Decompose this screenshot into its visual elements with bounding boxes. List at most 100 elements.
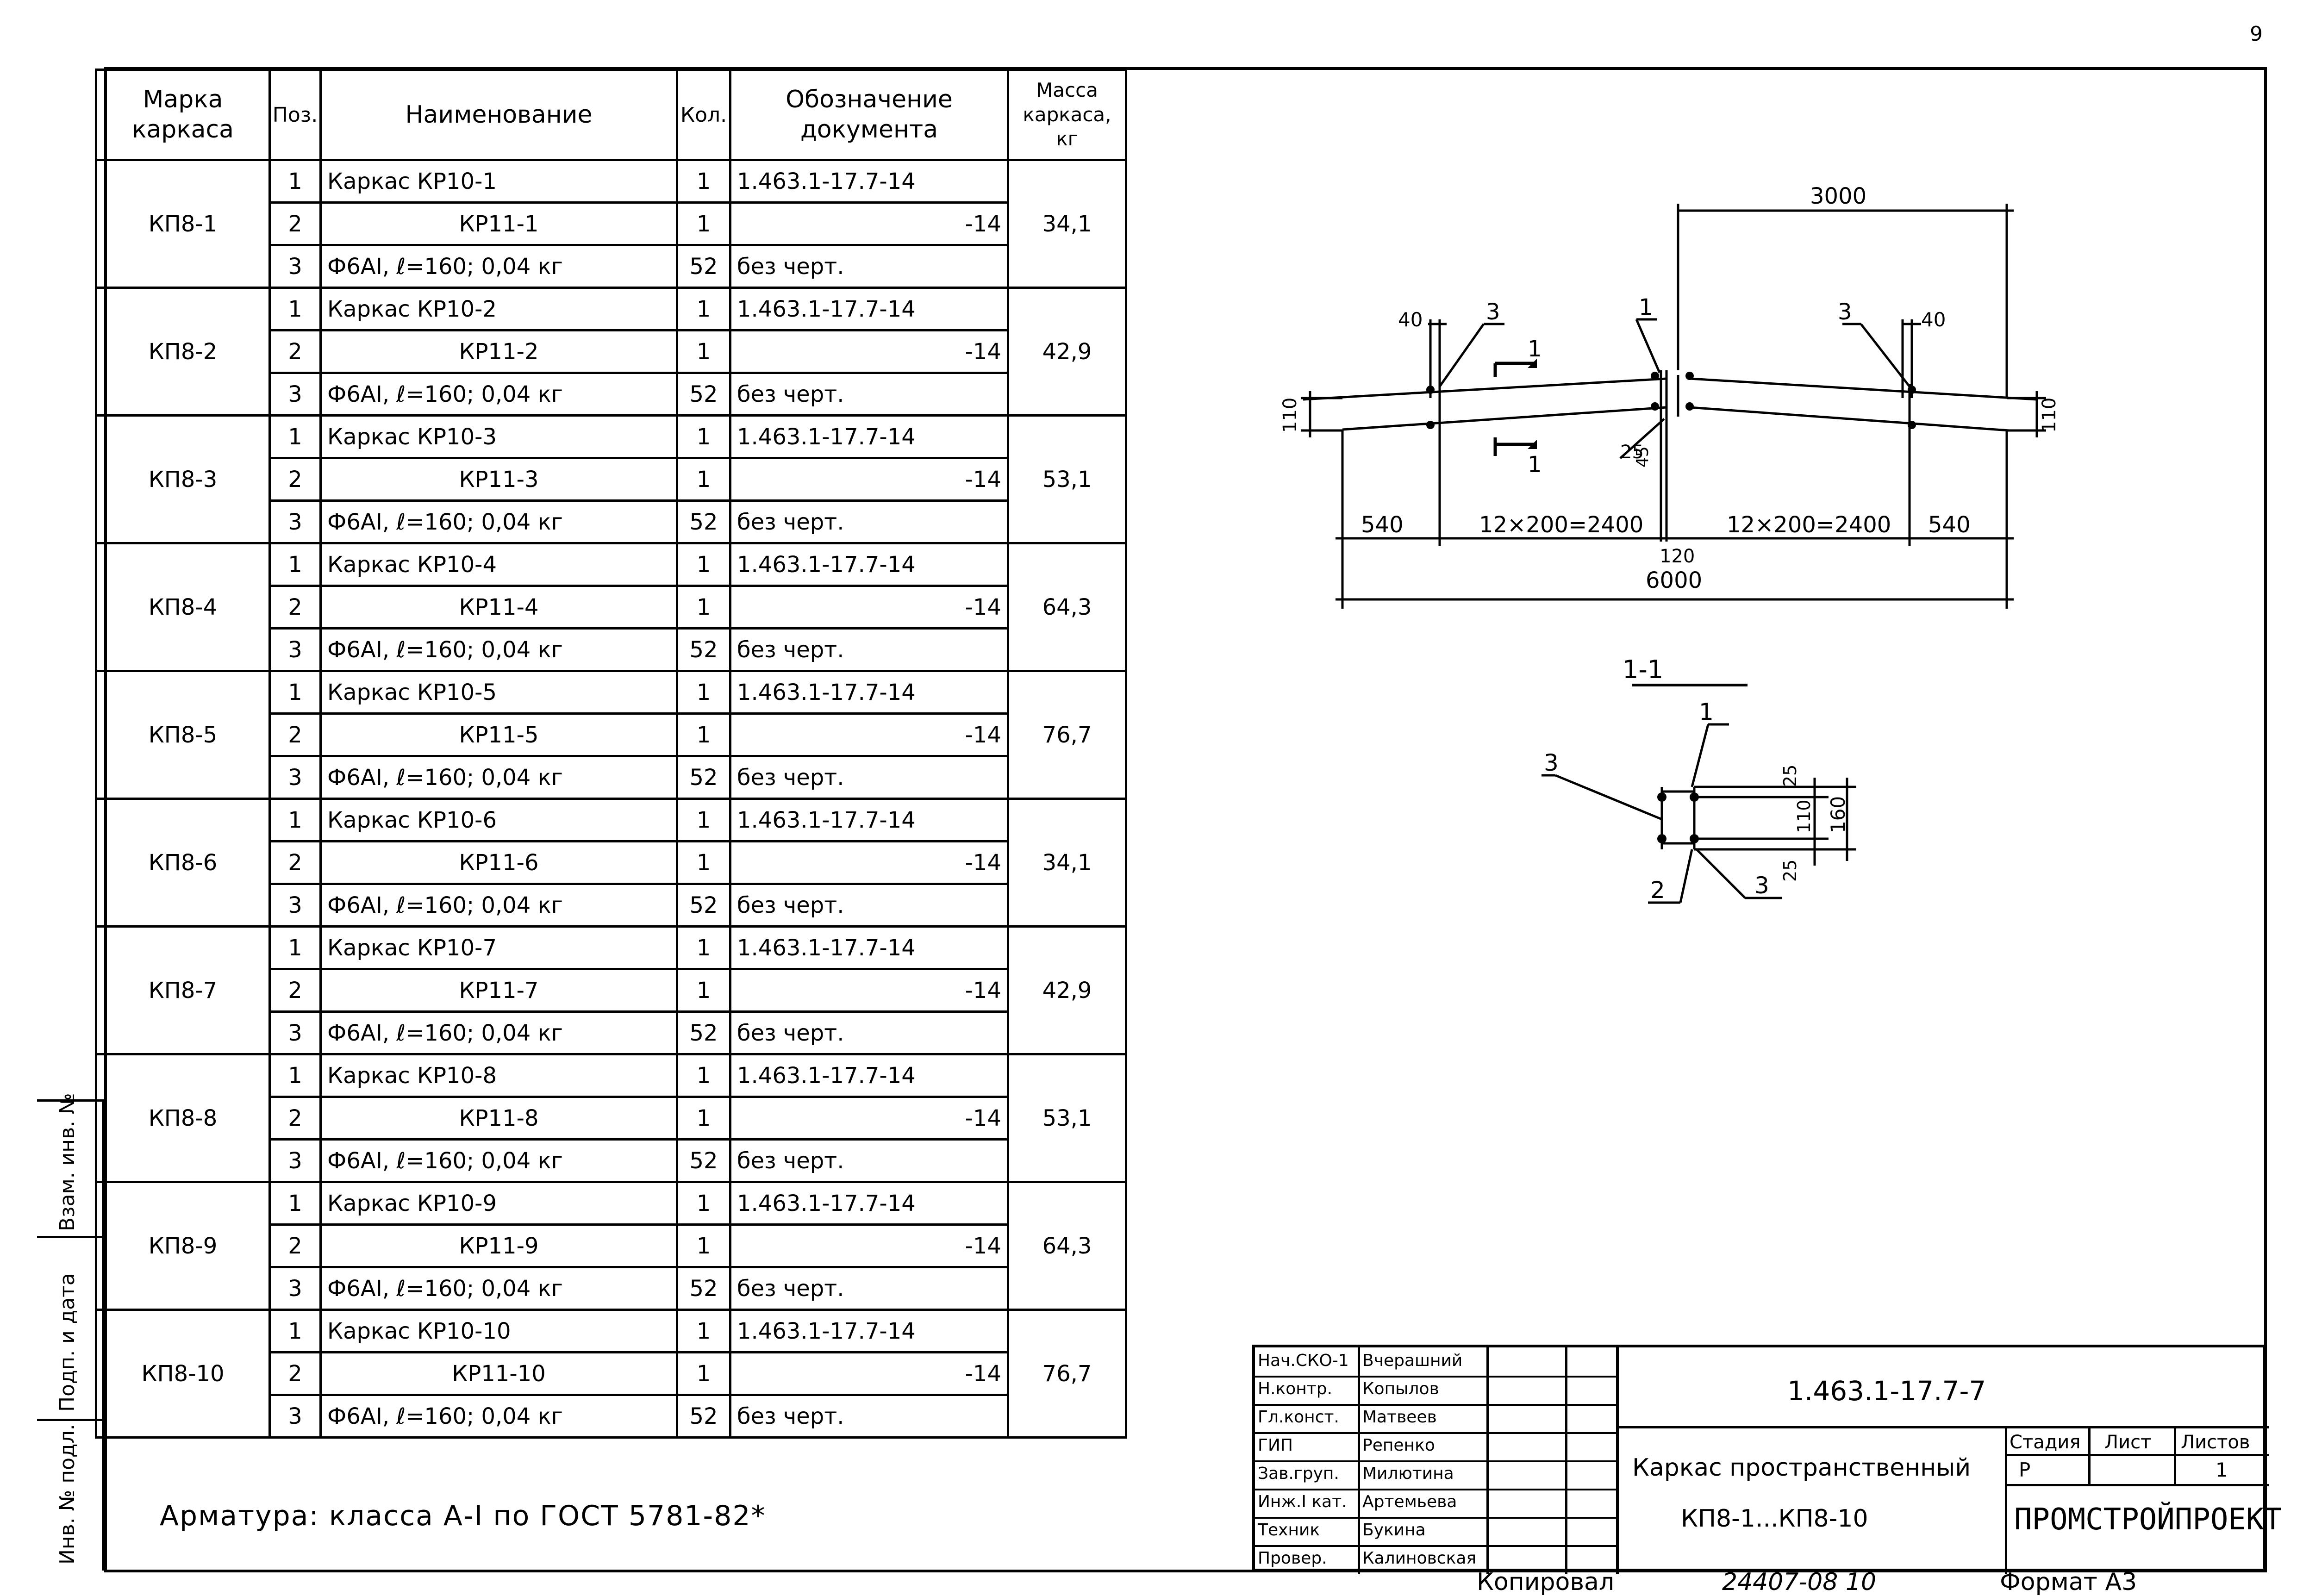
dim-3000: 3000: [1810, 183, 1866, 209]
copied-label: Копировал: [1477, 1568, 1615, 1596]
section-label-3b: 3: [1754, 872, 1769, 899]
side-cell-inv: Инв. № подл.: [37, 1421, 104, 1571]
quantity-cell: 1: [676, 542, 731, 587]
document-cell: 1.463.1-17.7-14: [729, 159, 1009, 204]
document-cell: без черт.: [729, 755, 1009, 800]
sheets-label: Листов: [2181, 1432, 2250, 1453]
frame-mark-cell: КП8-3: [95, 414, 271, 544]
name-cell: Каркас КР10-4: [319, 542, 678, 587]
mass-cell: 34,1: [1007, 798, 1127, 928]
document-cell: без черт.: [729, 372, 1009, 417]
section-leader-1: [1691, 724, 1710, 787]
frame-mark-cell: КП8-4: [95, 542, 271, 672]
document-cell: без черт.: [729, 1138, 1009, 1183]
position-cell: 2: [268, 1351, 322, 1396]
stage-value: Р: [2019, 1459, 2031, 1481]
position-cell: 3: [268, 755, 322, 800]
name-cell: Каркас КР10-1: [319, 159, 678, 204]
cross-bar-dot: [1908, 421, 1916, 429]
mass-cell: 76,7: [1007, 1309, 1127, 1439]
header-name: Наименование: [319, 69, 678, 161]
position-cell: 1: [268, 670, 322, 715]
name-cell: КР11-3: [319, 457, 678, 502]
name-cell: КР11-6: [319, 840, 678, 885]
mass-cell: 42,9: [1007, 925, 1127, 1055]
document-cell: 1.463.1-17.7-14: [729, 1053, 1009, 1098]
dim-6000: 6000: [1646, 567, 1702, 593]
section-mark-bottom: 1: [1528, 452, 1542, 478]
quantity-cell: 1: [676, 1181, 731, 1226]
dim-540-right: 540: [1928, 512, 1971, 538]
quantity-cell: 1: [676, 201, 731, 246]
quantity-cell: 1: [676, 287, 731, 331]
document-cell: 1.463.1-17.7-14: [729, 287, 1009, 331]
dim-45: 45: [1633, 446, 1652, 468]
quantity-cell: 52: [676, 499, 731, 544]
mass-cell: 34,1: [1007, 159, 1127, 289]
side-cell-sign: Подп. и дата: [37, 1238, 104, 1421]
document-cell: -14: [729, 201, 1009, 246]
document-cell: без черт.: [729, 1010, 1009, 1055]
dim-120: 120: [1660, 546, 1695, 567]
staff-name: Артемьева: [1362, 1492, 1457, 1511]
document-cell: 1.463.1-17.7-14: [729, 670, 1009, 715]
position-cell: 1: [268, 1181, 322, 1226]
mass-cell: 42,9: [1007, 287, 1127, 417]
position-cell: 2: [268, 840, 322, 885]
name-cell: КР11-1: [319, 201, 678, 246]
quantity-cell: 1: [676, 414, 731, 459]
quantity-cell: 52: [676, 883, 731, 928]
side-stamp-sign: Подп. и дата: [56, 1273, 79, 1412]
side-stamp-inv: Инв. № подл.: [56, 1424, 79, 1565]
quantity-cell: 52: [676, 1394, 731, 1439]
frame-mark-cell: КП8-7: [95, 925, 271, 1055]
document-cell: без черт.: [729, 244, 1009, 289]
name-cell: Ф6АI, ℓ=160; 0,04 кг: [319, 755, 678, 800]
name-cell: КР11-10: [319, 1351, 678, 1396]
cross-bar-dot: [1685, 372, 1694, 380]
position-cell: 2: [268, 1096, 322, 1141]
sheets-value: 1: [2216, 1459, 2228, 1481]
name-cell: КР11-8: [319, 1096, 678, 1141]
quantity-cell: 1: [676, 712, 731, 757]
section-dim-25-top: 25: [1780, 765, 1800, 787]
position-cell: 2: [268, 457, 322, 502]
dim-span-right: 12×200=2400: [1727, 512, 1891, 538]
staff-name: Репенко: [1362, 1436, 1435, 1455]
quantity-cell: 52: [676, 1138, 731, 1183]
top-chord-right: [1689, 377, 2037, 401]
quantity-cell: 1: [676, 585, 731, 630]
staff-role: Н.контр.: [1258, 1379, 1333, 1398]
section-leader-3b: [1696, 848, 1746, 899]
name-cell: Каркас КР10-2: [319, 287, 678, 331]
side-stamps: Взам. инв. № Подп. и дата Инв. № подл.: [37, 1093, 104, 1571]
section-dim-25-bottom: 25: [1780, 860, 1800, 882]
document-cell: -14: [729, 712, 1009, 757]
frame-mark-cell: КП8-2: [95, 287, 271, 417]
staff-role: Зав.груп.: [1258, 1464, 1339, 1483]
staff-name: Милютина: [1362, 1464, 1454, 1483]
designation: 1.463.1-17.7-7: [1787, 1375, 1986, 1407]
name-cell: КР11-2: [319, 329, 678, 374]
leader-25: [1619, 418, 1665, 459]
document-cell: 1.463.1-17.7-14: [729, 542, 1009, 587]
staff-name: Матвеев: [1362, 1408, 1437, 1427]
staff-name: Копылов: [1362, 1379, 1439, 1398]
position-cell: 3: [268, 499, 322, 544]
title-line-2: КП8-1...КП8-10: [1681, 1505, 1868, 1533]
document-cell: без черт.: [729, 1394, 1009, 1439]
position-cell: 2: [268, 1223, 322, 1268]
frame-mark-cell: КП8-9: [95, 1181, 271, 1311]
